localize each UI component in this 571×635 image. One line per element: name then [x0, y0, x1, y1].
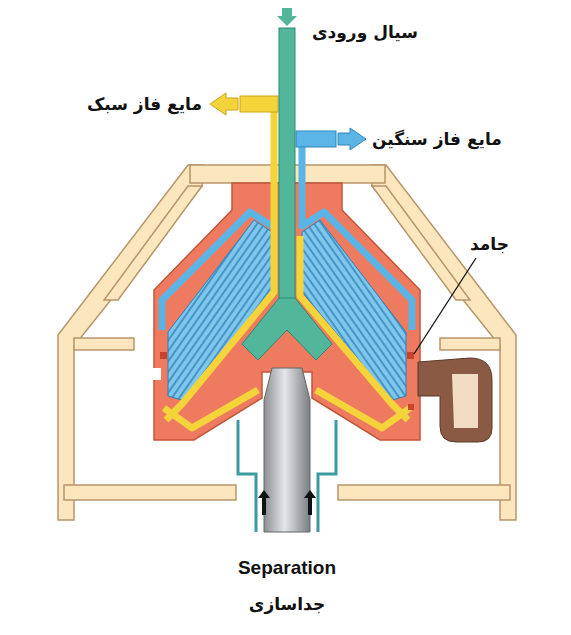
leader-line — [414, 258, 476, 354]
inlet-arrow — [277, 8, 297, 26]
outlet-arrow — [210, 93, 238, 115]
outlet-arrow — [338, 128, 366, 150]
disc-stack — [302, 220, 406, 400]
inlet-label: سیال ورودی — [312, 22, 418, 42]
feed-pipe — [279, 28, 295, 330]
outlet-label: مایع فاز سبک — [87, 94, 202, 114]
spindle — [264, 368, 310, 532]
drive-arrow — [258, 490, 316, 515]
distributor — [242, 298, 332, 360]
discharge-port — [147, 368, 161, 380]
caption-text: جداسازی — [249, 594, 325, 614]
heavy-phase-outlet — [296, 131, 336, 147]
light-phase-outlet — [240, 96, 278, 112]
solids-discharge — [418, 358, 492, 442]
caption-text: Separation — [238, 557, 336, 580]
solids-discharge — [452, 374, 478, 428]
outlet-label: مایع فاز سنگین — [372, 129, 502, 149]
part-label: جامد — [470, 234, 509, 254]
spindle-housing — [238, 420, 336, 532]
